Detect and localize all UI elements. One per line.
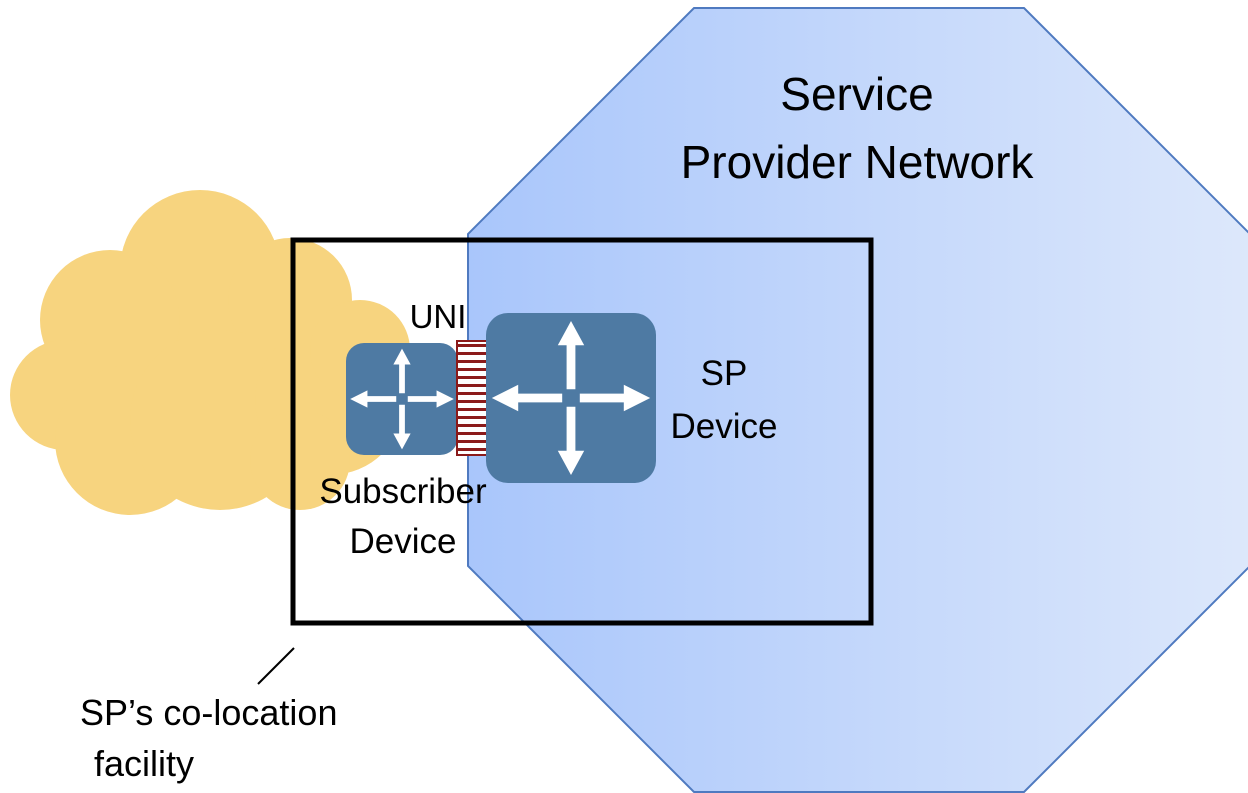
subscriber-device — [346, 343, 458, 455]
network-title-line1: Service — [780, 68, 933, 120]
subscriber-device-label-line1: Subscriber — [319, 472, 487, 511]
colocation-facility-box — [290, 237, 874, 626]
colocation-label-line1: SP’s co-location — [80, 692, 337, 733]
sp-device-label-line1: SP — [701, 354, 748, 393]
colocation-callout-line — [257, 647, 295, 685]
uni-interface — [456, 340, 488, 456]
sp-device-label-line2: Device — [671, 407, 778, 446]
colocation-label-line2: facility — [94, 743, 194, 784]
sp-device — [486, 313, 656, 483]
network-title-line2: Provider Network — [681, 136, 1035, 188]
uni-label: UNI — [410, 298, 467, 335]
subscriber-device-label-line2: Device — [350, 522, 457, 561]
